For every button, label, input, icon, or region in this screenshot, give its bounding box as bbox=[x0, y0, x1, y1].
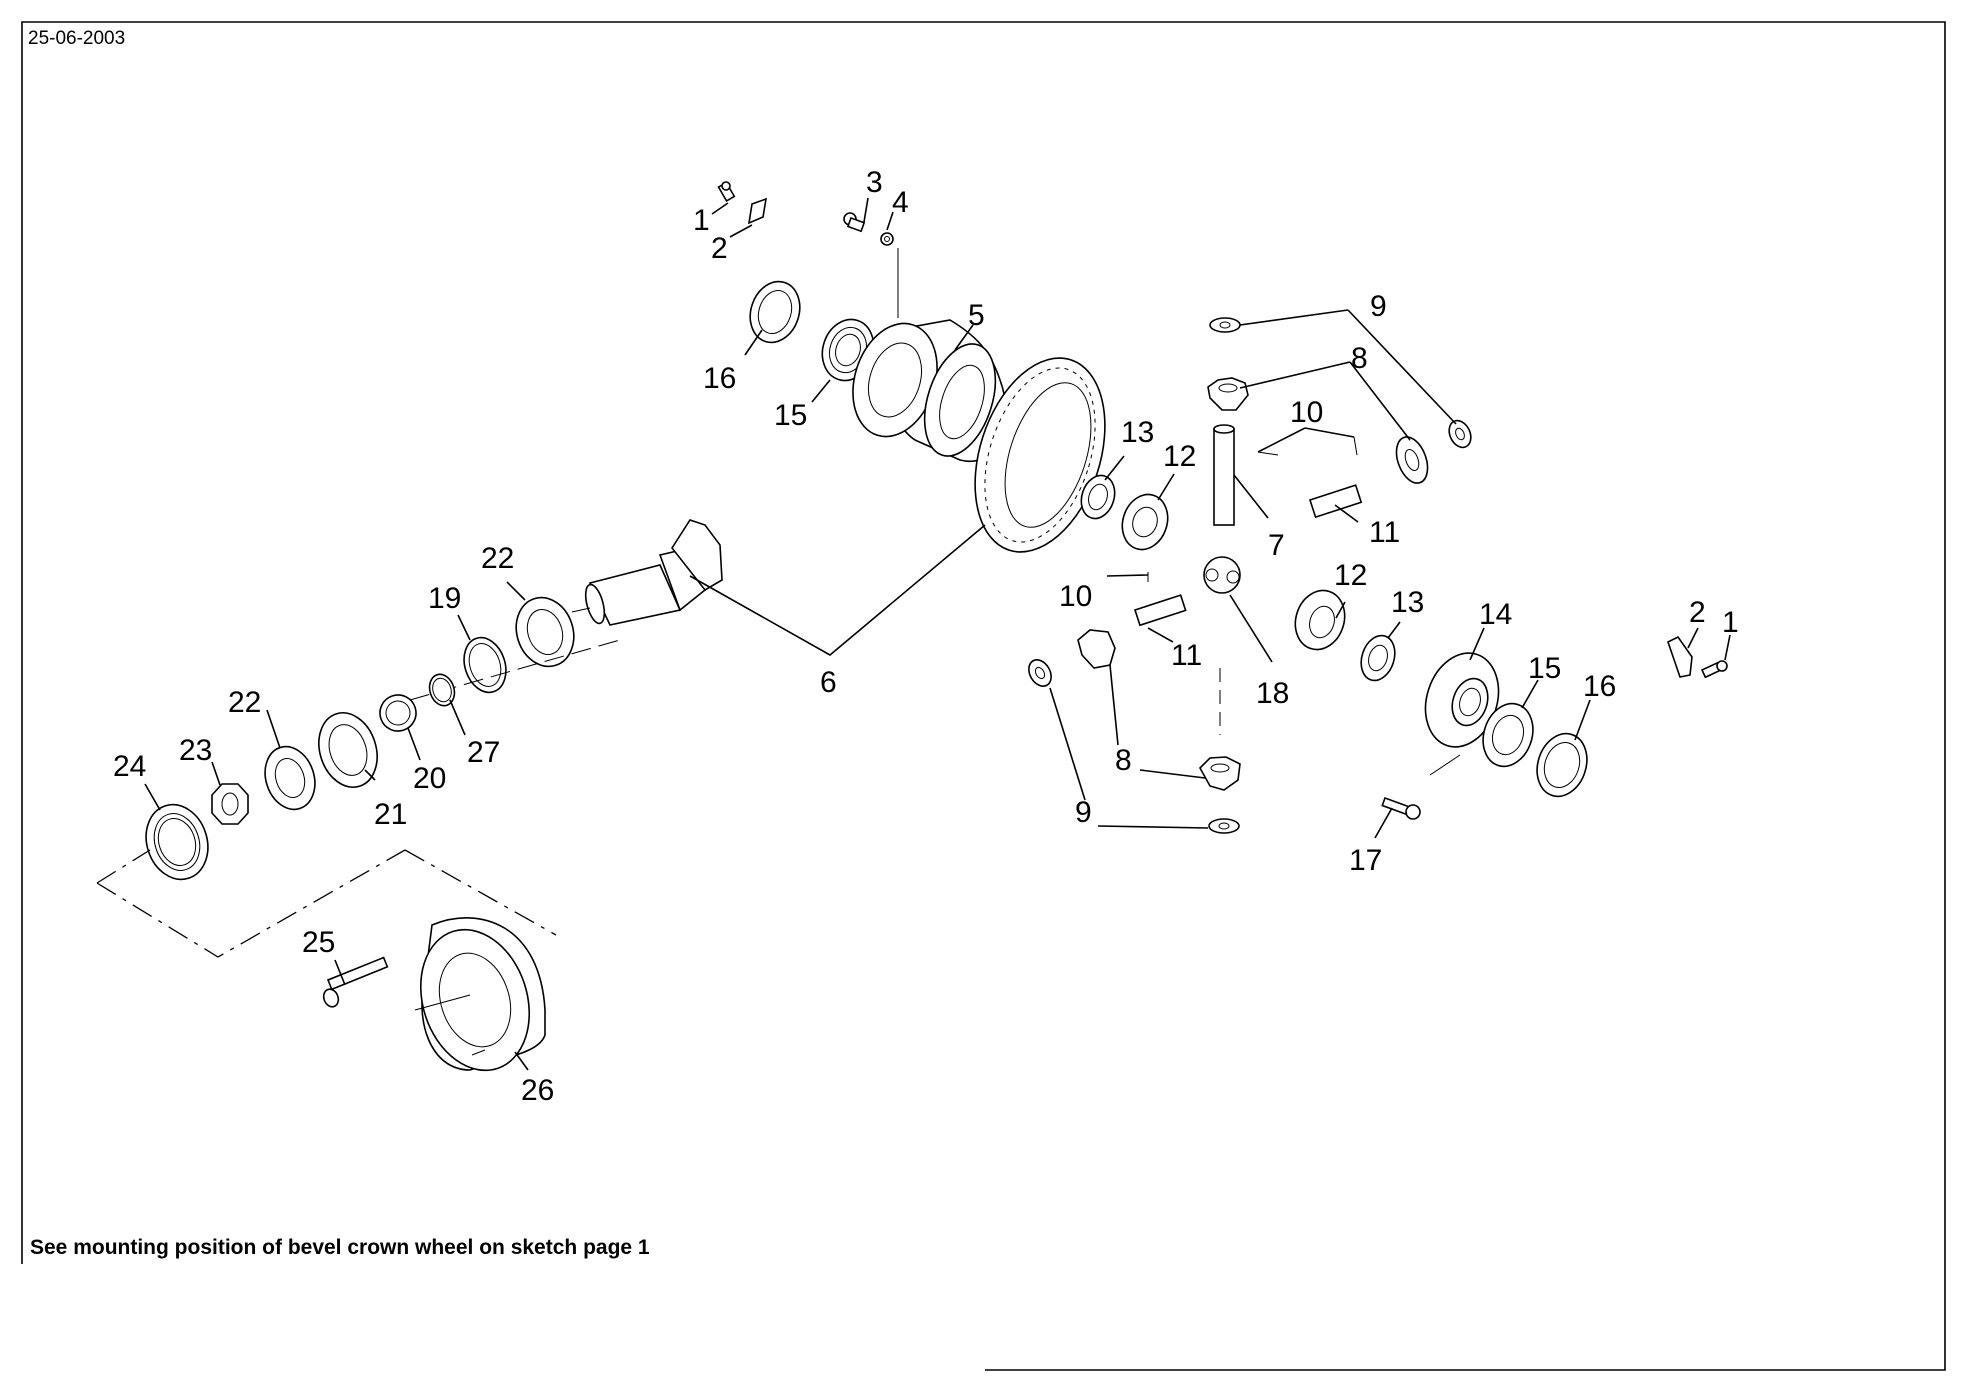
callout-8: 8 bbox=[1351, 342, 1368, 375]
callout-22: 22 bbox=[228, 686, 261, 719]
callout-2: 2 bbox=[1689, 596, 1706, 629]
bracket-part bbox=[1667, 635, 1693, 678]
flange-part bbox=[419, 917, 546, 1072]
callout-23: 23 bbox=[179, 734, 212, 767]
bolt-part bbox=[1381, 796, 1421, 820]
callout-25: 25 bbox=[302, 926, 335, 959]
callout-27: 27 bbox=[467, 736, 500, 769]
shim-part bbox=[463, 636, 507, 694]
thrust-washer-part bbox=[1209, 317, 1241, 333]
callout-10: 10 bbox=[1059, 580, 1092, 613]
housing-cover-part bbox=[1424, 652, 1500, 748]
bracket-part bbox=[747, 197, 768, 225]
pinion-gear-part bbox=[1395, 436, 1429, 484]
callout-6: 6 bbox=[820, 666, 837, 699]
callout-16: 16 bbox=[703, 362, 736, 395]
drawing-date: 25-06-2003 bbox=[28, 28, 126, 49]
callout-22: 22 bbox=[481, 542, 514, 575]
screw-part bbox=[717, 181, 736, 203]
thrust-washer-part bbox=[1360, 634, 1396, 682]
thrust-washer-part bbox=[1208, 818, 1240, 834]
mounting-note: See mounting position of bevel crown whe… bbox=[30, 1236, 650, 1259]
pinion-gear-part bbox=[1199, 756, 1241, 791]
callout-8: 8 bbox=[1115, 744, 1132, 777]
adjusting-ring-part bbox=[749, 280, 801, 344]
phantom-line bbox=[96, 849, 406, 958]
pin-part bbox=[1133, 594, 1187, 627]
callout-15: 15 bbox=[1528, 652, 1561, 685]
callout-14: 14 bbox=[1479, 598, 1512, 631]
taper-bearing-part bbox=[515, 596, 575, 668]
callout-18: 18 bbox=[1256, 677, 1289, 710]
callout-17: 17 bbox=[1349, 844, 1382, 877]
callout-12: 12 bbox=[1163, 440, 1196, 473]
callout-20: 20 bbox=[413, 762, 446, 795]
taper-bearing-part bbox=[264, 745, 316, 811]
screw-part bbox=[1700, 660, 1728, 679]
callout-11: 11 bbox=[1171, 639, 1202, 672]
thrust-washer-part bbox=[1080, 474, 1116, 520]
callout-12: 12 bbox=[1334, 559, 1367, 592]
callout-11: 11 bbox=[1369, 516, 1400, 549]
crown-wheel-part bbox=[974, 357, 1106, 553]
oil-seal-part bbox=[145, 803, 209, 881]
thrust-washer-part bbox=[1028, 659, 1052, 687]
callout-26: 26 bbox=[521, 1074, 554, 1107]
callout-16: 16 bbox=[1583, 670, 1616, 703]
differential-spider-part bbox=[1203, 556, 1241, 594]
slotted-nut-part bbox=[211, 783, 249, 825]
callout-10: 10 bbox=[1290, 396, 1323, 429]
callout-15: 15 bbox=[774, 399, 807, 432]
taper-bearing-part bbox=[1482, 702, 1534, 768]
spacer-part bbox=[379, 694, 417, 732]
side-gear-part bbox=[1294, 589, 1346, 651]
callout-24: 24 bbox=[113, 750, 146, 783]
callout-7: 7 bbox=[1268, 529, 1285, 562]
bolt-part bbox=[843, 212, 866, 233]
pin-part bbox=[1308, 484, 1363, 519]
callout-13: 13 bbox=[1121, 416, 1154, 449]
bearing-cup-part bbox=[318, 712, 378, 788]
callout-1: 1 bbox=[693, 204, 710, 237]
callout-4: 4 bbox=[892, 186, 909, 219]
callout-13: 13 bbox=[1391, 586, 1424, 619]
pinion-gear-part bbox=[1077, 629, 1116, 669]
differential-shaft-part bbox=[1213, 424, 1235, 526]
socket-bolt-part bbox=[322, 956, 389, 1008]
drive-pinion-part bbox=[584, 519, 723, 626]
side-gear-part bbox=[1121, 493, 1169, 551]
callout-labels: 1 2 3 4 5 16 15 9 8 10 13 12 7 11 22 19 … bbox=[113, 166, 1739, 1107]
callout-19: 19 bbox=[428, 582, 461, 615]
callout-1: 1 bbox=[1722, 606, 1739, 639]
callout-5: 5 bbox=[968, 299, 985, 332]
thrust-washer-part bbox=[1448, 419, 1472, 449]
callout-3: 3 bbox=[866, 166, 883, 199]
callout-9: 9 bbox=[1370, 290, 1387, 323]
differential-housing-part bbox=[852, 319, 1007, 463]
nut-part bbox=[880, 232, 894, 246]
leader-lines bbox=[144, 197, 1731, 1071]
drawing-frame bbox=[21, 21, 1946, 1371]
circlip-part bbox=[428, 673, 456, 707]
pinion-gear-part bbox=[1207, 377, 1249, 411]
adjusting-ring-part bbox=[1536, 732, 1588, 798]
callout-21: 21 bbox=[374, 798, 407, 831]
callout-9: 9 bbox=[1075, 796, 1092, 829]
callout-2: 2 bbox=[711, 232, 728, 265]
